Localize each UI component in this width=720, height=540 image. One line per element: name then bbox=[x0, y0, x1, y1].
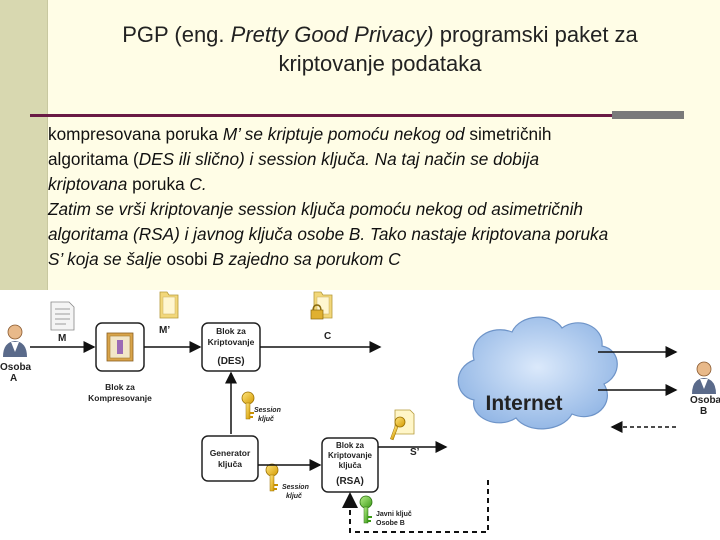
body-text-segment: simetričnih bbox=[469, 124, 552, 144]
key-generator-block bbox=[201, 435, 259, 482]
body-text-segment: S’ koja se šalje bbox=[48, 249, 167, 269]
person-b-label: Osoba bbox=[690, 395, 720, 406]
body-text-segment: algoritama ( bbox=[48, 149, 139, 169]
title-part2: programski paket za bbox=[433, 22, 638, 47]
rsa-label-2: Kriptovanje bbox=[328, 451, 373, 460]
compression-label-1: Blok za bbox=[105, 382, 135, 392]
rsa-label-4: (RSA) bbox=[336, 476, 364, 487]
body-text-segment: B zajedno sa porukom C bbox=[212, 249, 401, 269]
body-paragraph: kompresovana poruka M’ se kriptuje pomoć… bbox=[48, 122, 713, 272]
title-part1: PGP (eng. bbox=[122, 22, 231, 47]
session-key-icon-2 bbox=[265, 463, 279, 492]
session-key-2-label-1: Session bbox=[282, 484, 309, 491]
public-key-label-2: Osobe B bbox=[376, 520, 405, 527]
des-label-3: (DES) bbox=[217, 356, 244, 367]
title-italic: Pretty Good Privacy) bbox=[230, 22, 434, 47]
person-b-letter: B bbox=[700, 406, 707, 417]
folder-icon bbox=[159, 291, 179, 319]
locked-folder-icon bbox=[310, 291, 333, 320]
public-key-label-1: Javni ključ bbox=[376, 511, 412, 518]
body-text-segment: algoritama (RSA) i javnog ključa osobe B… bbox=[48, 224, 609, 244]
document-icon bbox=[50, 301, 75, 331]
body-text-segment: kriptovana bbox=[48, 174, 133, 194]
rsa-label-1: Blok za bbox=[336, 441, 365, 450]
body-text-segment: kompresovana poruka bbox=[48, 124, 223, 144]
person-a-label: Osoba bbox=[0, 362, 32, 373]
title-divider-accent bbox=[612, 111, 684, 119]
internet-cloud bbox=[457, 316, 618, 430]
archive-icon bbox=[106, 332, 134, 362]
person-a-icon bbox=[3, 324, 27, 357]
person-b-icon bbox=[692, 361, 716, 394]
encrypted-key-document-icon bbox=[390, 409, 415, 441]
message-s-prime-label: S’ bbox=[410, 447, 420, 458]
generator-label-1: Generator bbox=[210, 448, 251, 458]
public-key-dashed-path bbox=[342, 480, 489, 533]
body-text-segment: C. bbox=[189, 174, 207, 194]
left-accent-strip bbox=[0, 0, 48, 290]
slide-title: PGP (eng. Pretty Good Privacy) programsk… bbox=[60, 20, 700, 78]
title-line2: kriptovanje podataka bbox=[278, 51, 482, 76]
title-divider bbox=[30, 114, 682, 117]
session-key-label-2: ključ bbox=[258, 416, 274, 423]
session-key-label-1: Session bbox=[254, 407, 281, 414]
message-m-prime-label: M’ bbox=[159, 325, 170, 336]
session-key-2-label-2: ključ bbox=[286, 493, 302, 500]
header-background bbox=[0, 0, 720, 290]
des-label-2: Kriptovanje bbox=[208, 337, 255, 347]
body-text-segment: M’ se kriptuje pomoću nekog od bbox=[222, 124, 470, 144]
message-c-label: C bbox=[324, 331, 331, 342]
body-text-segment: osobi bbox=[166, 249, 213, 269]
public-key-icon bbox=[359, 495, 373, 524]
body-text-segment: DES ili slično) i session ključa. Na taj… bbox=[138, 149, 540, 169]
des-label-1: Blok za bbox=[216, 326, 246, 336]
session-key-icon bbox=[241, 391, 255, 420]
rsa-label-3: ključa bbox=[339, 461, 362, 470]
body-text-segment: Zatim se vrši kriptovanje session ključa… bbox=[48, 199, 583, 219]
compression-label-2: Kompresovanje bbox=[88, 393, 152, 403]
body-text-segment: poruka bbox=[132, 174, 190, 194]
generator-label-2: ključa bbox=[218, 459, 242, 469]
internet-label: Internet bbox=[485, 392, 562, 415]
person-a-letter: A bbox=[10, 373, 17, 384]
message-m-label: M bbox=[58, 333, 66, 344]
